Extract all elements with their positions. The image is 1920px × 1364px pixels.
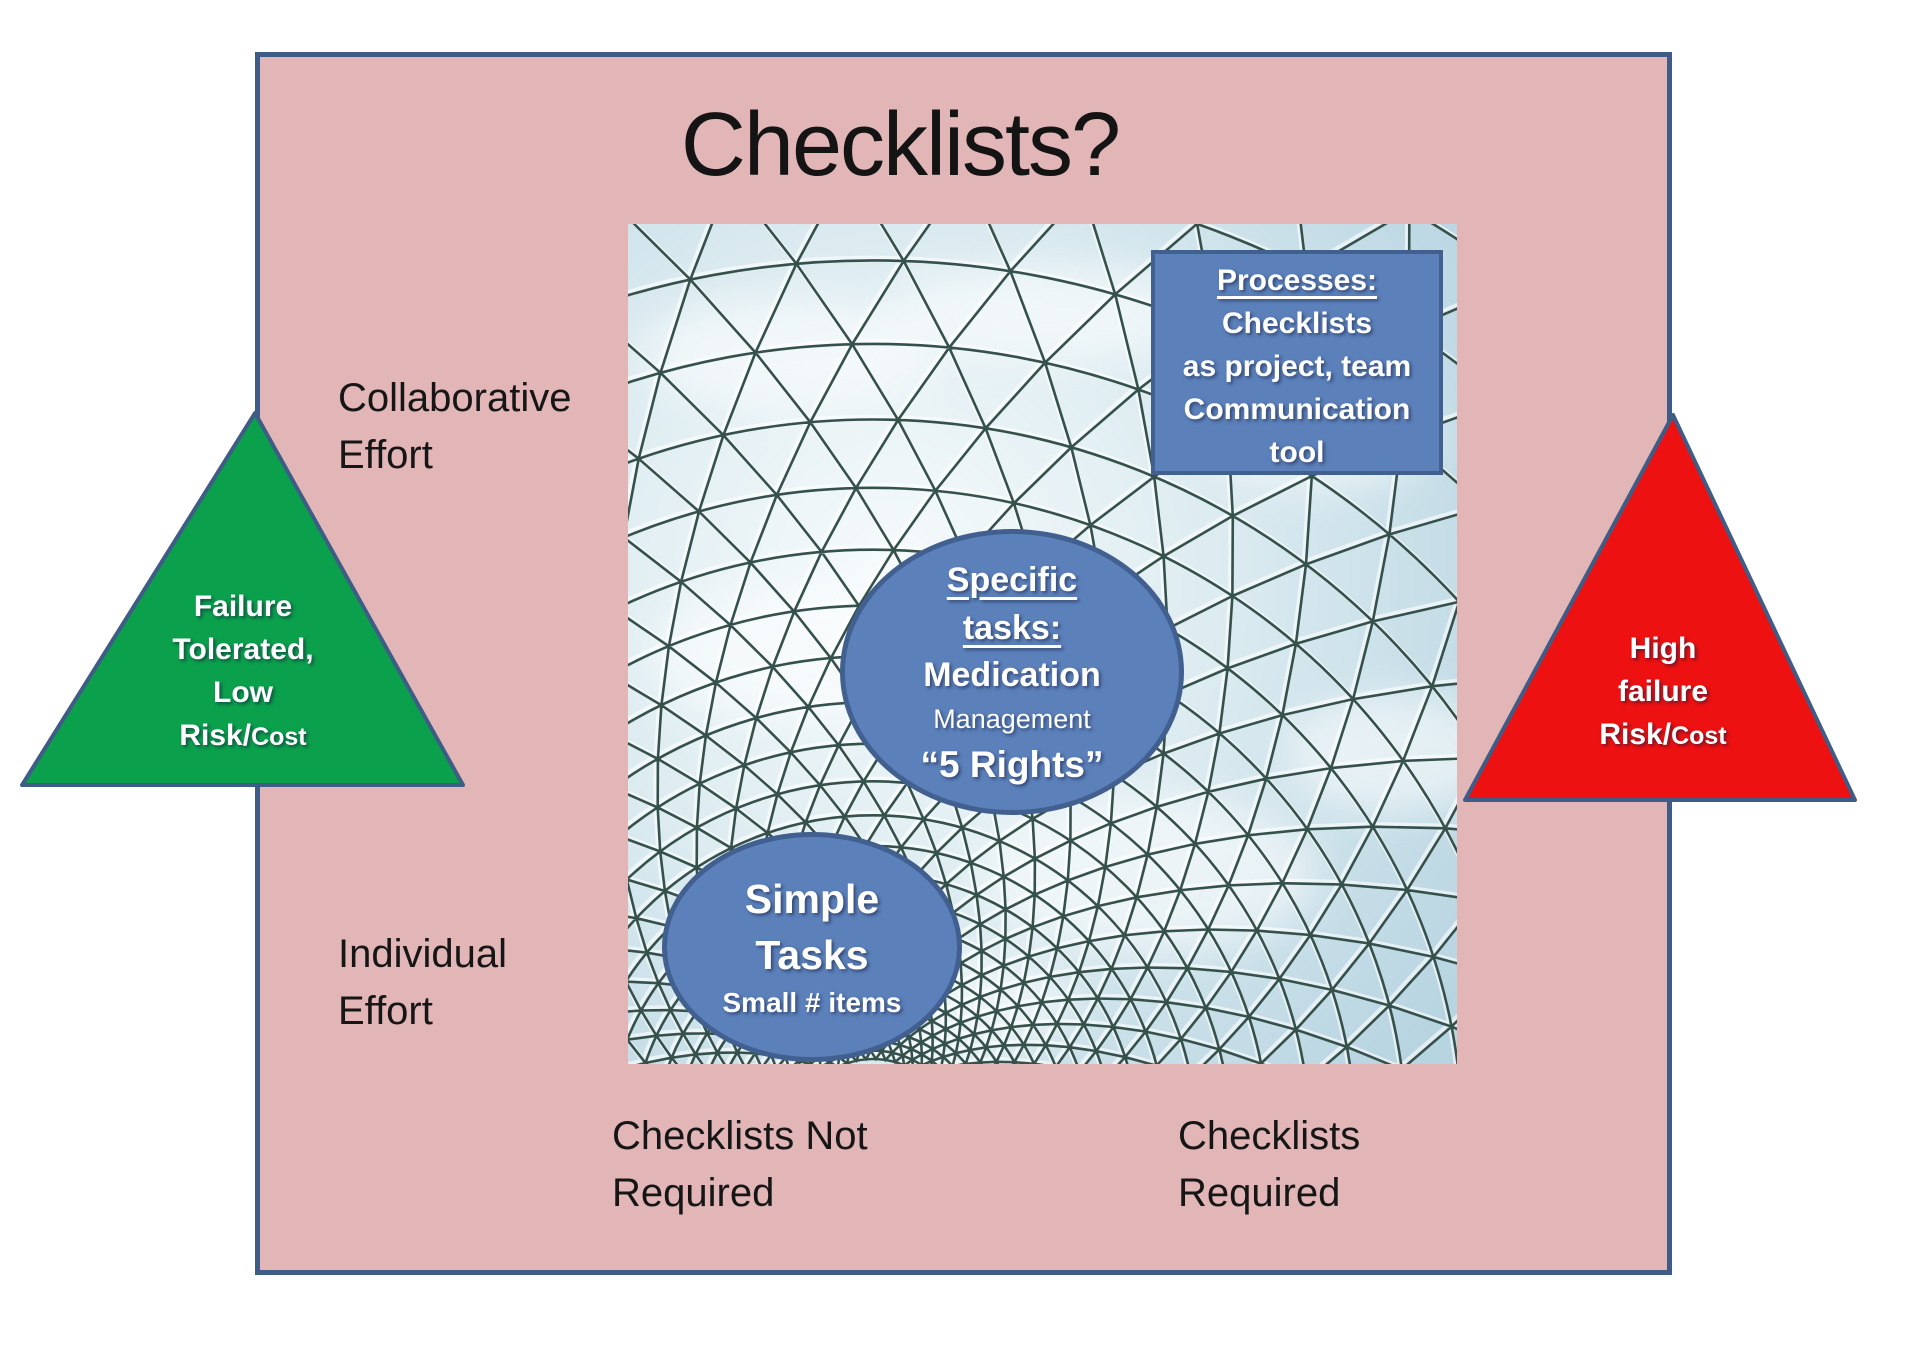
green-tri-line: Low	[213, 676, 273, 709]
high-risk-triangle-text: High failure Risk/Cost	[1483, 627, 1843, 758]
specific-line: Management	[933, 704, 1091, 734]
simple-line: Simple	[744, 876, 880, 922]
simple-tasks-ellipse: Simple Tasks Small # items	[662, 832, 962, 1062]
green-tri-line: Tolerated,	[172, 633, 314, 666]
red-tri-line: failure	[1617, 675, 1709, 708]
processes-line: Checklists	[1221, 307, 1373, 340]
label-checklists-required: Checklists Required	[1178, 1114, 1361, 1215]
risk-label: Risk/	[1599, 718, 1672, 751]
low-risk-triangle	[20, 411, 465, 787]
risk-label: Risk/	[179, 719, 252, 752]
processes-line: as project, team	[1182, 350, 1412, 383]
processes-heading: Processes:	[1216, 264, 1378, 297]
specific-heading-1: Specific	[946, 561, 1078, 599]
specific-heading-2: tasks:	[962, 609, 1062, 647]
processes-line: Communication	[1183, 393, 1411, 426]
red-tri-line: High	[1629, 632, 1697, 665]
red-triangle-shape	[1463, 413, 1857, 802]
processes-line: tool	[1269, 436, 1325, 469]
simple-line: Tasks	[755, 932, 869, 978]
label-collaborative-effort: Collaborative Effort	[338, 376, 572, 477]
label-individual-effort: Individual Effort	[338, 932, 508, 1033]
low-risk-triangle-text: Failure Tolerated, Low Risk/Cost	[63, 585, 423, 759]
high-risk-triangle	[1463, 413, 1857, 802]
specific-tasks-ellipse: Specific tasks: Medication Management “5…	[840, 529, 1184, 815]
processes-callout-box: Processes: Checklists as project, team C…	[1151, 250, 1443, 475]
red-tri-line: Risk/Cost	[1483, 713, 1843, 758]
cost-label: Cost	[1671, 722, 1727, 750]
green-triangle-shape	[20, 411, 465, 787]
green-tri-line: Risk/Cost	[63, 714, 423, 759]
simple-line: Small # items	[722, 987, 902, 1018]
specific-line: “5 Rights”	[920, 744, 1104, 785]
green-tri-line: Failure	[193, 590, 293, 623]
label-checklists-not-required: Checklists Not Required	[612, 1114, 868, 1215]
cost-label: Cost	[251, 723, 307, 751]
slide-title: Checklists?	[680, 95, 1121, 195]
specific-line: Medication	[923, 656, 1101, 694]
